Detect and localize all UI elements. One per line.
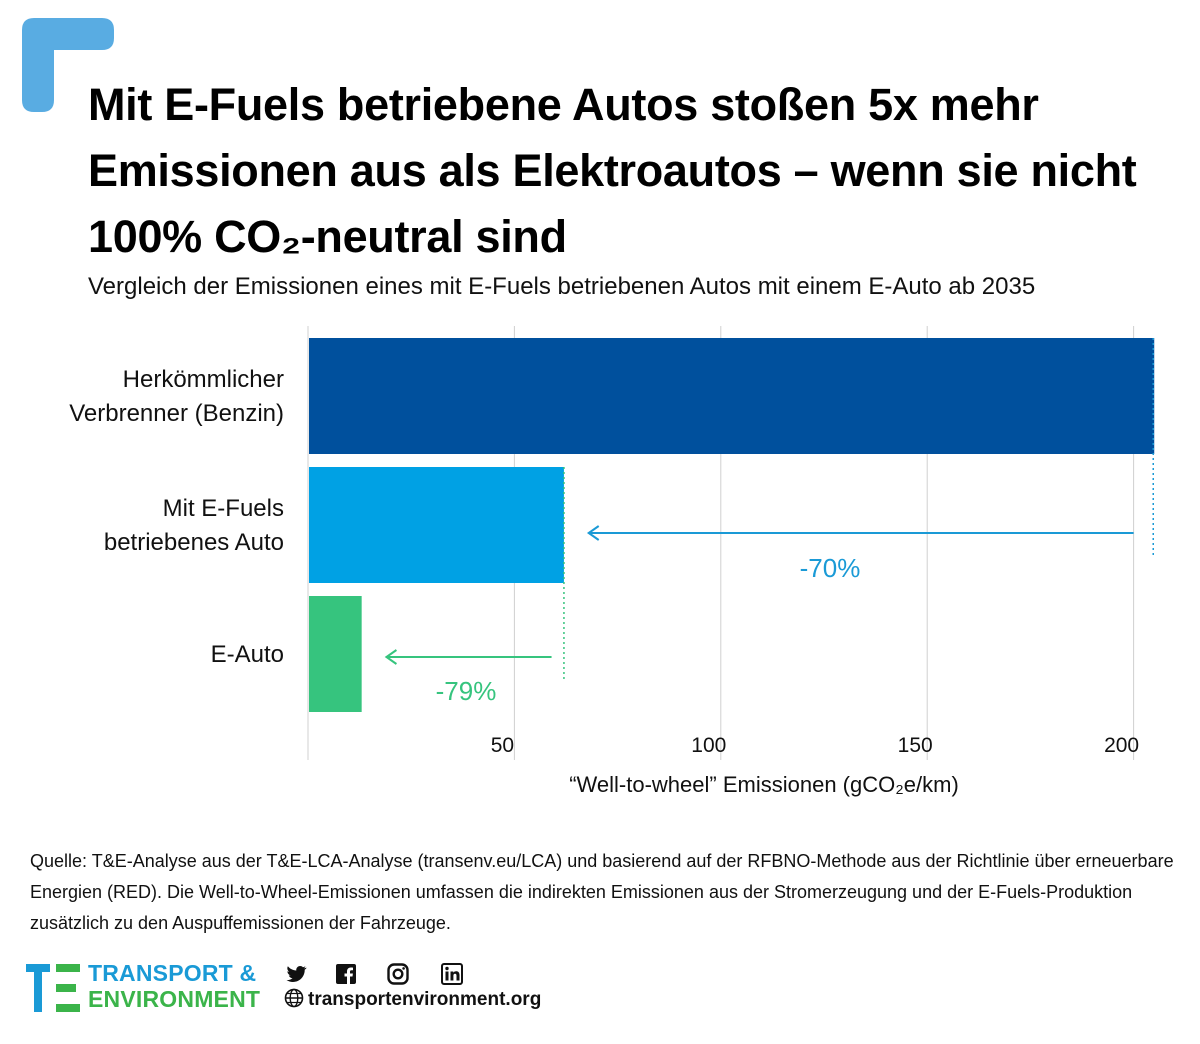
x-tick-label-100: 100: [691, 734, 726, 757]
page-title: Mit E-Fuels betriebene Autos stoßen 5x m…: [88, 79, 1137, 262]
website-link[interactable]: transportenvironment.org: [284, 988, 541, 1011]
x-tick-label-200: 200: [1104, 734, 1139, 757]
twitter-icon[interactable]: [284, 962, 308, 986]
reduction-label-1: -79%: [436, 676, 497, 706]
arrow-head-1: [384, 649, 398, 665]
bar-0: [309, 338, 1155, 454]
te-logo-icon: [26, 964, 80, 1012]
instagram-icon[interactable]: [386, 962, 410, 986]
page-subtitle: Vergleich der Emissionen eines mit E-Fue…: [88, 273, 1036, 300]
arrow-head-0: [586, 525, 600, 541]
category-label-1-1: betriebenes Auto: [104, 529, 284, 556]
facebook-icon[interactable]: [334, 962, 358, 986]
reduction-label-0: -70%: [800, 553, 861, 583]
corner-bracket-logo: [22, 18, 114, 112]
x-tick-label-150: 150: [898, 734, 933, 757]
category-label-0-0: Herkömmlicher: [123, 366, 284, 393]
footer: TRANSPORT & ENVIRONMENT transport: [26, 960, 646, 1020]
bar-2: [309, 596, 362, 712]
bar-1: [309, 467, 564, 583]
source-note: Quelle: T&E-Analyse aus der T&E-LCA-Anal…: [30, 851, 1174, 933]
brand-name-line1: TRANSPORT &: [88, 960, 257, 986]
x-axis-title: “Well-to-wheel” Emissionen (gCO₂e/km): [569, 772, 959, 797]
category-label-0-1: Verbrenner (Benzin): [69, 400, 284, 427]
category-label-2-0: E-Auto: [211, 641, 284, 668]
globe-icon: [284, 988, 304, 1008]
website-url[interactable]: transportenvironment.org: [308, 989, 542, 1010]
x-tick-label-50: 50: [491, 734, 514, 757]
linkedin-icon[interactable]: [440, 962, 464, 986]
category-label-1-0: Mit E-Fuels: [163, 495, 284, 522]
brand-name-line2: ENVIRONMENT: [88, 986, 261, 1012]
